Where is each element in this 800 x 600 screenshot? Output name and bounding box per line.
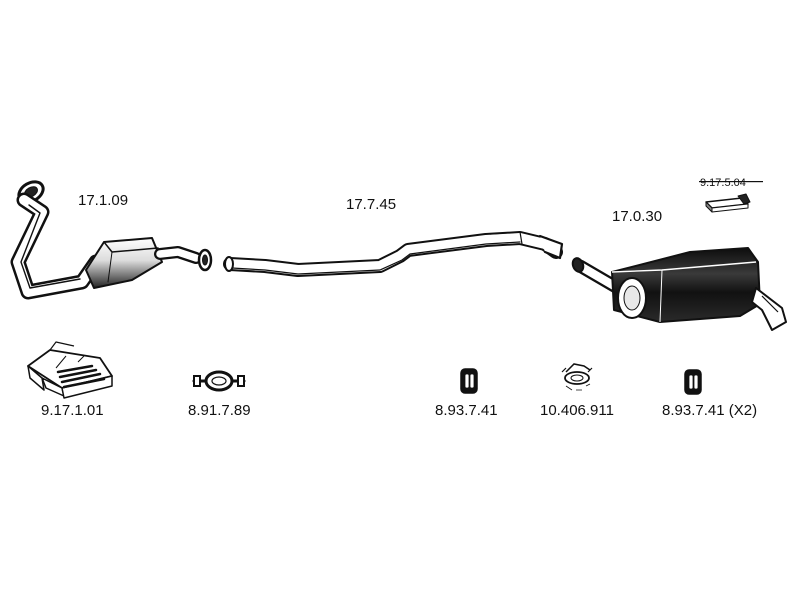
- rubber-mount-1-part: [460, 368, 478, 394]
- mounting-kit-box: [27, 341, 113, 399]
- rear-silencer-part: [571, 247, 787, 331]
- rubber-mount-2-code-label: 8.93.7.41 (X2): [662, 402, 758, 419]
- middle-pipe-part: [223, 231, 564, 277]
- rubber-mount-2-part: [684, 369, 702, 395]
- front-pipe-code-label: 17.1.09: [78, 192, 129, 209]
- mounting-kit-code-label: 9.17.1.01: [41, 402, 104, 419]
- bracket-code-label: 9.17.5.04: [700, 177, 746, 189]
- rear-silencer-code-label: 17.0.30: [612, 208, 663, 225]
- middle-pipe-code-label: 17.7.45: [346, 196, 397, 213]
- gasket-code-label: 10.406.911: [540, 402, 614, 419]
- gasket-part: [561, 363, 593, 391]
- front-pipe-part: [10, 180, 213, 300]
- clamp-part: [192, 370, 246, 392]
- clamp-code-label: 8.91.7.89: [188, 402, 251, 419]
- bracket-part: [699, 181, 763, 213]
- rubber-mount-1-code-label: 8.93.7.41: [435, 402, 498, 419]
